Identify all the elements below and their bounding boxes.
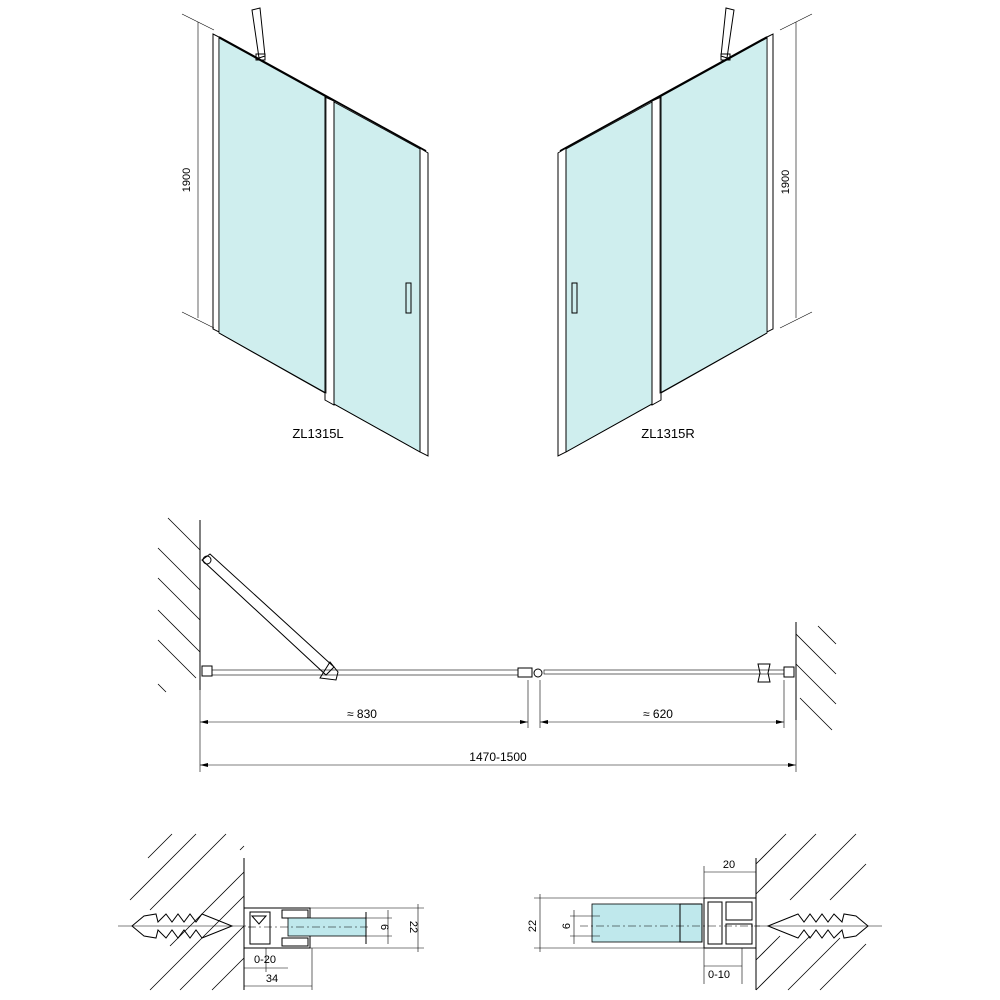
model-label-right: ZL1315R bbox=[641, 426, 694, 441]
model-label-left: ZL1315L bbox=[292, 426, 343, 441]
stabilizer-arm bbox=[201, 553, 335, 676]
detail-left-wall-profile: 6 22 0-20 34 bbox=[118, 833, 424, 991]
fixed-glass-panel-right bbox=[659, 37, 768, 394]
detail-right-profile-width: 22 bbox=[527, 920, 539, 932]
detail-right-top-width: 20 bbox=[723, 859, 735, 871]
view-plan: ≈ 830 ≈ 620 1470-1500 bbox=[157, 517, 837, 772]
view-right-door-elevation: 1900 ZL1315R bbox=[557, 7, 813, 457]
view-left-door-elevation: 1900 ZL1315L bbox=[181, 7, 429, 457]
detail-left-profile-width: 22 bbox=[407, 921, 419, 933]
door-glass-panel-left bbox=[333, 101, 421, 453]
detail-right-glass-thickness: 6 bbox=[561, 923, 573, 929]
dim-door-width: ≈ 830 bbox=[347, 707, 377, 721]
detail-right-wall-profile: 20 22 6 0-10 bbox=[527, 833, 882, 991]
detail-left-glass-thickness: 6 bbox=[378, 924, 390, 930]
height-label-left: 1900 bbox=[181, 168, 193, 192]
dim-total-width: 1470-1500 bbox=[469, 750, 527, 764]
door-glass-panel-right bbox=[565, 101, 653, 453]
detail-left-total-width: 34 bbox=[266, 973, 278, 985]
height-label-right: 1900 bbox=[780, 170, 792, 194]
detail-left-adjust-range: 0-20 bbox=[254, 954, 276, 966]
detail-right-adjust-range: 0-10 bbox=[708, 969, 730, 981]
plan-fixed-glass bbox=[543, 669, 785, 675]
dim-fixed-width: ≈ 620 bbox=[643, 707, 673, 721]
plan-door-glass bbox=[211, 669, 519, 676]
detail-right-glass bbox=[591, 903, 703, 943]
fixed-glass-panel-left bbox=[218, 37, 327, 394]
